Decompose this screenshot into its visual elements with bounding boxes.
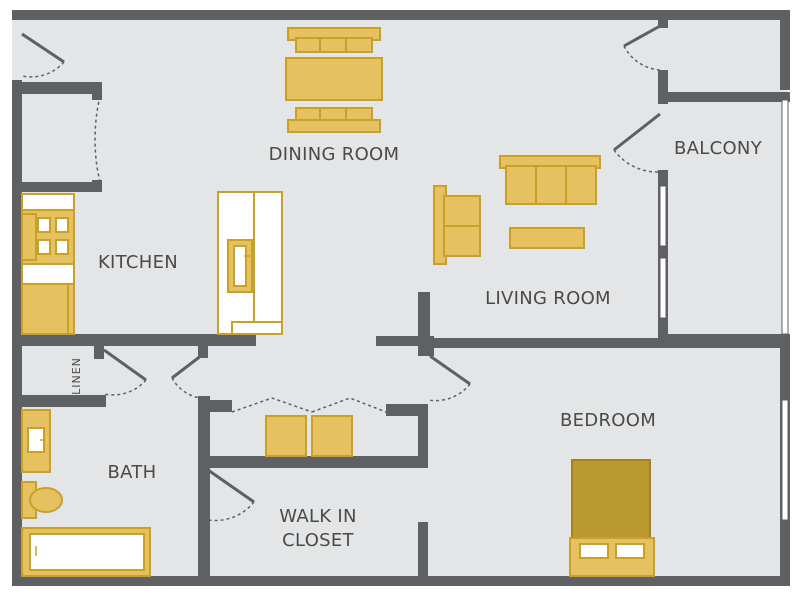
armchair xyxy=(433,185,481,265)
windows xyxy=(659,99,789,521)
label-walk-in-line1: WALK IN xyxy=(279,506,357,527)
dining-set xyxy=(285,27,383,133)
sofa xyxy=(499,155,601,205)
bed xyxy=(569,459,655,577)
bath-fixtures xyxy=(21,409,151,577)
doors xyxy=(21,24,661,522)
coffee-table xyxy=(509,227,585,249)
label-linen: LINEN xyxy=(70,357,83,395)
stove-top xyxy=(21,209,75,265)
refrigerator xyxy=(21,283,75,335)
label-bath: BATH xyxy=(108,462,157,483)
label-kitchen: KITCHEN xyxy=(98,252,178,273)
label-balcony: BALCONY xyxy=(674,138,763,159)
interior-walls xyxy=(12,10,790,584)
closet-shelves xyxy=(265,415,353,457)
label-walk-in-line2: CLOSET xyxy=(282,530,354,551)
label-bedroom: BEDROOM xyxy=(560,410,656,431)
label-living-room: LIVING ROOM xyxy=(485,288,611,309)
label-dining-room: DINING ROOM xyxy=(269,144,400,165)
kitchen-island xyxy=(217,191,283,335)
